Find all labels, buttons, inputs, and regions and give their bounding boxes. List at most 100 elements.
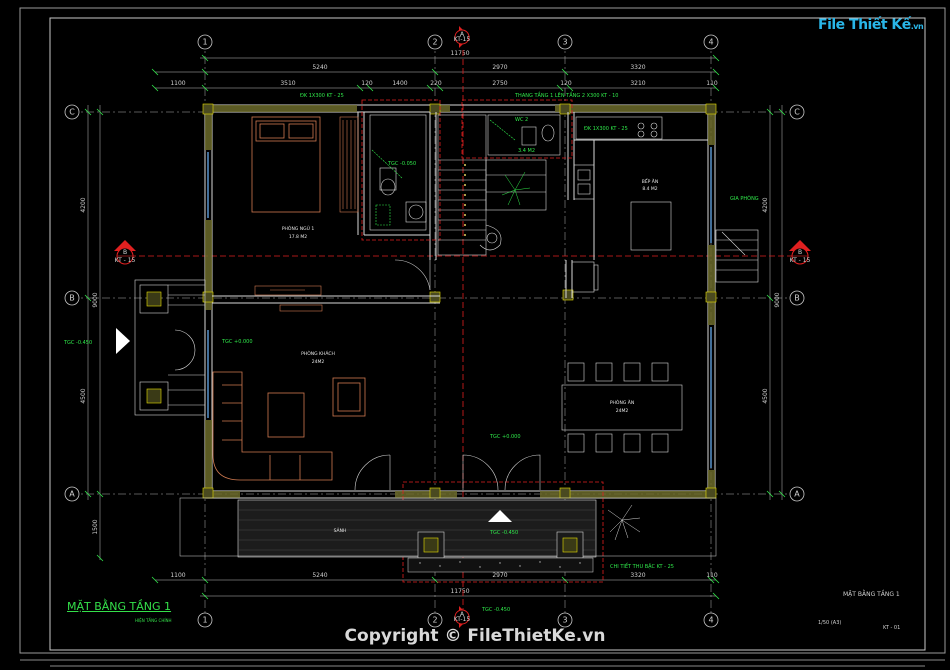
- dining: [561, 362, 683, 453]
- svg-text:B: B: [798, 249, 802, 256]
- dim-bottom-seg-5: 110: [706, 572, 718, 579]
- toilet-icon: [379, 167, 397, 191]
- plant-icon: [501, 171, 531, 206]
- sofa-icon: [212, 371, 333, 481]
- basin-icon: [408, 204, 424, 220]
- sheet-number: KT - 01: [883, 625, 901, 631]
- dim-top-detail-4: 1400: [392, 80, 407, 87]
- left-entry-level: TGC -0.450: [63, 340, 92, 346]
- annex-label: GIA PHÒNG: [730, 195, 759, 202]
- svg-text:A: A: [460, 611, 465, 618]
- svg-text:4: 4: [708, 38, 713, 47]
- grid-bubble-2-bottom: 2: [427, 612, 443, 628]
- dim-top-detail-8: 3210: [630, 80, 645, 87]
- porch: [179, 497, 717, 573]
- svg-text:A: A: [460, 31, 465, 38]
- wc2-name: WC 2: [515, 117, 528, 123]
- stair: [437, 114, 547, 256]
- bedroom-name: PHÒNG NGỦ 1: [282, 224, 315, 232]
- walls: [204, 104, 716, 499]
- coffee-table-icon: [267, 392, 305, 438]
- dining-table-icon: [561, 384, 683, 431]
- grid-bubble-1-bottom: 1: [197, 612, 213, 628]
- bedroom-door: [394, 259, 431, 291]
- dim-top-detail-9: 110: [706, 80, 718, 87]
- toilet-2-icon: [521, 126, 537, 146]
- svg-text:3: 3: [562, 38, 567, 47]
- wall-hatch: [205, 105, 715, 498]
- stair-dots: [464, 164, 466, 236]
- side-title: MẶT BẰNG TẦNG 1: [843, 591, 900, 598]
- windows: [207, 147, 712, 468]
- left-entry: [134, 279, 206, 416]
- dim-top-seg-2: 2970: [492, 64, 507, 71]
- dim-bottom-seg-1: 1100: [170, 572, 185, 579]
- wc-level: TGC -0.050: [387, 161, 416, 167]
- copyright-watermark: Copyright © FileThietKe.vn: [344, 626, 606, 646]
- svg-text:C: C: [69, 108, 75, 117]
- bedroom-area: 17.8 M2: [289, 234, 307, 240]
- scale-label: 1/50 (A3): [818, 620, 842, 626]
- stair-note: THANG TẦNG 1 LÊN TẦNG 2 X300 KT - 10: [514, 91, 618, 99]
- wc2-area: 3.4 M2: [518, 148, 535, 154]
- inner-frame: [49, 17, 926, 651]
- living-room: [212, 371, 366, 481]
- dining-level: TGC +0.000: [489, 434, 521, 440]
- filethietke-logo: File Thiết Kế.vn: [810, 12, 924, 42]
- dim-left-seg-1: 4200: [80, 197, 87, 212]
- living-level: TGC +0.000: [221, 339, 253, 345]
- grid-bubble-1-top: 1: [197, 34, 213, 50]
- grid-bubbles: 1 2 3 4 1 2 3 4 C B A C B A: [64, 34, 805, 628]
- svg-text:KT-15: KT-15: [454, 616, 471, 623]
- dim-top-detail-6: 2750: [492, 80, 507, 87]
- grid-bubble-C-left: C: [64, 104, 80, 120]
- section-marker-bottom: A KT-15: [454, 606, 471, 628]
- section-marker-top: A KT-15: [454, 26, 471, 48]
- kitchen-area: 8.4 M2: [642, 186, 657, 192]
- dim-bottom-total: 11750: [450, 588, 469, 595]
- main-door: [462, 454, 541, 491]
- dim-right-seg-2: 4500: [762, 388, 769, 403]
- living-area: 24M2: [312, 359, 325, 365]
- drawing-title: MẶT BẰNG TẦNG 1: [67, 600, 172, 613]
- grid-bubble-A-left: A: [64, 486, 80, 502]
- dim-top-seg-3: 3320: [630, 64, 645, 71]
- dim-top-total: 11750: [450, 50, 469, 57]
- dim-top-detail-2: 3510: [280, 80, 295, 87]
- grid-bubble-4-bottom: 4: [703, 612, 719, 628]
- living-door: [354, 454, 391, 491]
- grid-bubble-B-left: B: [64, 290, 80, 306]
- tree-icon: [607, 504, 641, 541]
- dim-bottom-seg-4: 3320: [630, 572, 645, 579]
- grid-bubble-C-right: C: [789, 104, 805, 120]
- svg-text:A: A: [794, 490, 800, 499]
- svg-text:2: 2: [432, 38, 437, 47]
- bed-icon: [251, 116, 321, 213]
- grid-bubble-3-bottom: 3: [557, 612, 573, 628]
- porch-name: SẢNH: [334, 526, 347, 534]
- living-name: PHÒNG KHÁCH: [301, 350, 335, 357]
- tv-cabinet-icon: [254, 285, 322, 296]
- svg-text:3: 3: [562, 616, 567, 625]
- svg-text:4: 4: [708, 616, 713, 625]
- dim-left-total: 9000: [92, 292, 99, 307]
- drawing-subtitle: HIỆN TẦNG CHÍNH: [135, 618, 172, 623]
- dim-right-seg-1: 4200: [762, 197, 769, 212]
- dim-top-detail-1: 1100: [170, 80, 185, 87]
- grid-bubble-A-right: A: [789, 486, 805, 502]
- logo-main: File Thiết Kế: [818, 17, 911, 33]
- dim-top-detail-5: 220: [430, 80, 442, 87]
- grid-bubble-3-top: 3: [557, 34, 573, 50]
- dim-left-seg-3: 1500: [92, 519, 99, 534]
- svg-text:KT-15: KT-15: [454, 36, 471, 43]
- grid-bubble-4-top: 4: [703, 34, 719, 50]
- dining-area: 24M2: [616, 408, 629, 414]
- dim-left-seg-2: 4500: [80, 388, 87, 403]
- dim-top-detail-3: 120: [361, 80, 373, 87]
- svg-text:1: 1: [202, 616, 207, 625]
- dim-bottom-seg-3: 2970: [492, 572, 507, 579]
- kitchen: [571, 116, 672, 293]
- svg-text:2: 2: [432, 616, 437, 625]
- logo-suffix: .vn: [910, 22, 924, 31]
